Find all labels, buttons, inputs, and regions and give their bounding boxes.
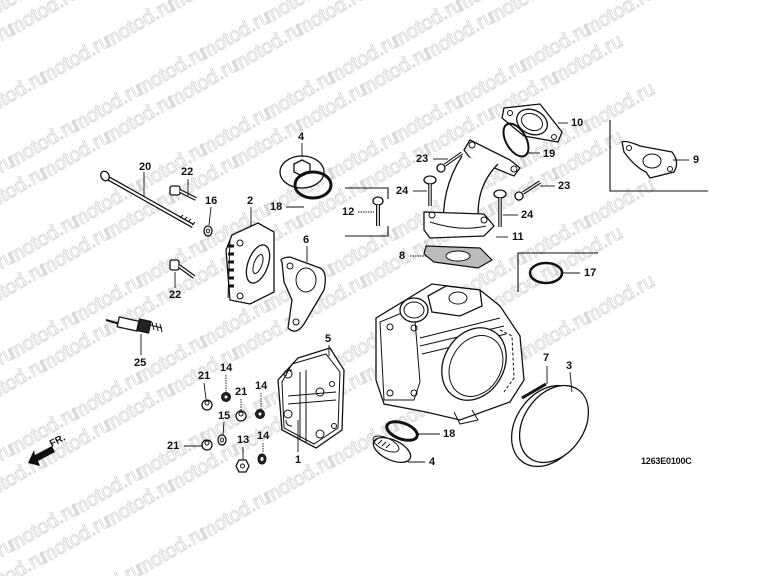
gasket-8-part[interactable] xyxy=(423,245,493,269)
stud-bolt-part[interactable] xyxy=(99,170,196,228)
callout-21b: 21 xyxy=(235,386,248,398)
gasket-6-part[interactable] xyxy=(280,256,326,332)
cap-nut-21b[interactable] xyxy=(235,410,247,422)
bolt-part[interactable] xyxy=(169,185,197,201)
nut-13[interactable] xyxy=(235,459,250,473)
washer-14c[interactable] xyxy=(257,453,267,465)
callout-17: 17 xyxy=(584,267,597,279)
o-ring-17[interactable] xyxy=(528,261,564,285)
callout-4: 4 xyxy=(298,131,305,143)
callout-14a: 14 xyxy=(220,362,233,374)
callout-10: 10 xyxy=(571,117,584,129)
bolt-12-part[interactable] xyxy=(372,196,384,226)
callout-18: 18 xyxy=(270,201,283,213)
bolt-23b-part[interactable] xyxy=(514,180,541,201)
callout-13: 13 xyxy=(237,434,250,446)
callout-24a: 24 xyxy=(396,185,409,197)
side-cover-part[interactable] xyxy=(497,372,603,481)
callout-9: 9 xyxy=(693,154,700,166)
callout-24b: 24 xyxy=(521,209,534,221)
callout-18b: 18 xyxy=(443,428,456,440)
callout-8: 8 xyxy=(399,250,406,262)
o-ring-19[interactable] xyxy=(498,119,533,160)
callout-20: 20 xyxy=(139,161,152,173)
callout-3: 3 xyxy=(566,360,573,372)
callout-23b: 23 xyxy=(558,180,571,192)
callout-4b: 4 xyxy=(429,456,436,468)
callout-23a: 23 xyxy=(416,153,429,165)
callout-7: 7 xyxy=(543,352,550,364)
callout-19: 19 xyxy=(543,148,556,160)
o-ring-18b[interactable] xyxy=(384,418,420,444)
intake-pipe-part[interactable] xyxy=(423,139,521,239)
tappet-cap-part[interactable] xyxy=(279,155,333,200)
washer-15[interactable] xyxy=(217,434,227,446)
callout-14b: 14 xyxy=(255,380,268,392)
washer-14a[interactable] xyxy=(221,392,231,402)
tappet-cap-4b-part[interactable] xyxy=(370,432,415,467)
callout-12: 12 xyxy=(342,206,355,218)
callout-22: 22 xyxy=(181,166,194,178)
insulator-part[interactable] xyxy=(501,103,563,143)
washer-14b[interactable] xyxy=(255,409,265,419)
callout-15: 15 xyxy=(218,410,231,422)
bolt-22b-part[interactable] xyxy=(169,259,196,279)
camshaft-holder-part[interactable] xyxy=(225,222,275,305)
callout-1: 1 xyxy=(295,454,302,466)
cap-nut-21c[interactable] xyxy=(201,439,213,451)
bolt-24b-part[interactable] xyxy=(493,189,507,227)
callout-21c: 21 xyxy=(167,440,180,452)
callout-25: 25 xyxy=(134,357,147,369)
spark-plug-part[interactable] xyxy=(105,316,163,334)
diagram-code: 1263E0100C xyxy=(641,456,692,466)
cap-nut-21a[interactable] xyxy=(201,399,213,411)
callout-11: 11 xyxy=(512,231,524,243)
callout-5: 5 xyxy=(325,333,332,345)
callout-21a: 21 xyxy=(198,370,211,382)
cylinder-head-cover-part[interactable] xyxy=(277,347,345,449)
callout-14c: 14 xyxy=(257,430,270,442)
cylinder-head-part[interactable] xyxy=(375,283,525,425)
callout-6: 6 xyxy=(303,234,310,246)
gasket-9-part[interactable] xyxy=(621,140,678,179)
callout-22-lower: 22 xyxy=(169,289,182,301)
callout-16: 16 xyxy=(205,195,218,207)
bolt-24a-part[interactable] xyxy=(423,175,437,206)
callout-2: 2 xyxy=(247,195,254,207)
front-direction-arrow-icon xyxy=(28,446,55,466)
washer-part[interactable] xyxy=(203,225,213,237)
bolt-23a-part[interactable] xyxy=(436,151,464,173)
